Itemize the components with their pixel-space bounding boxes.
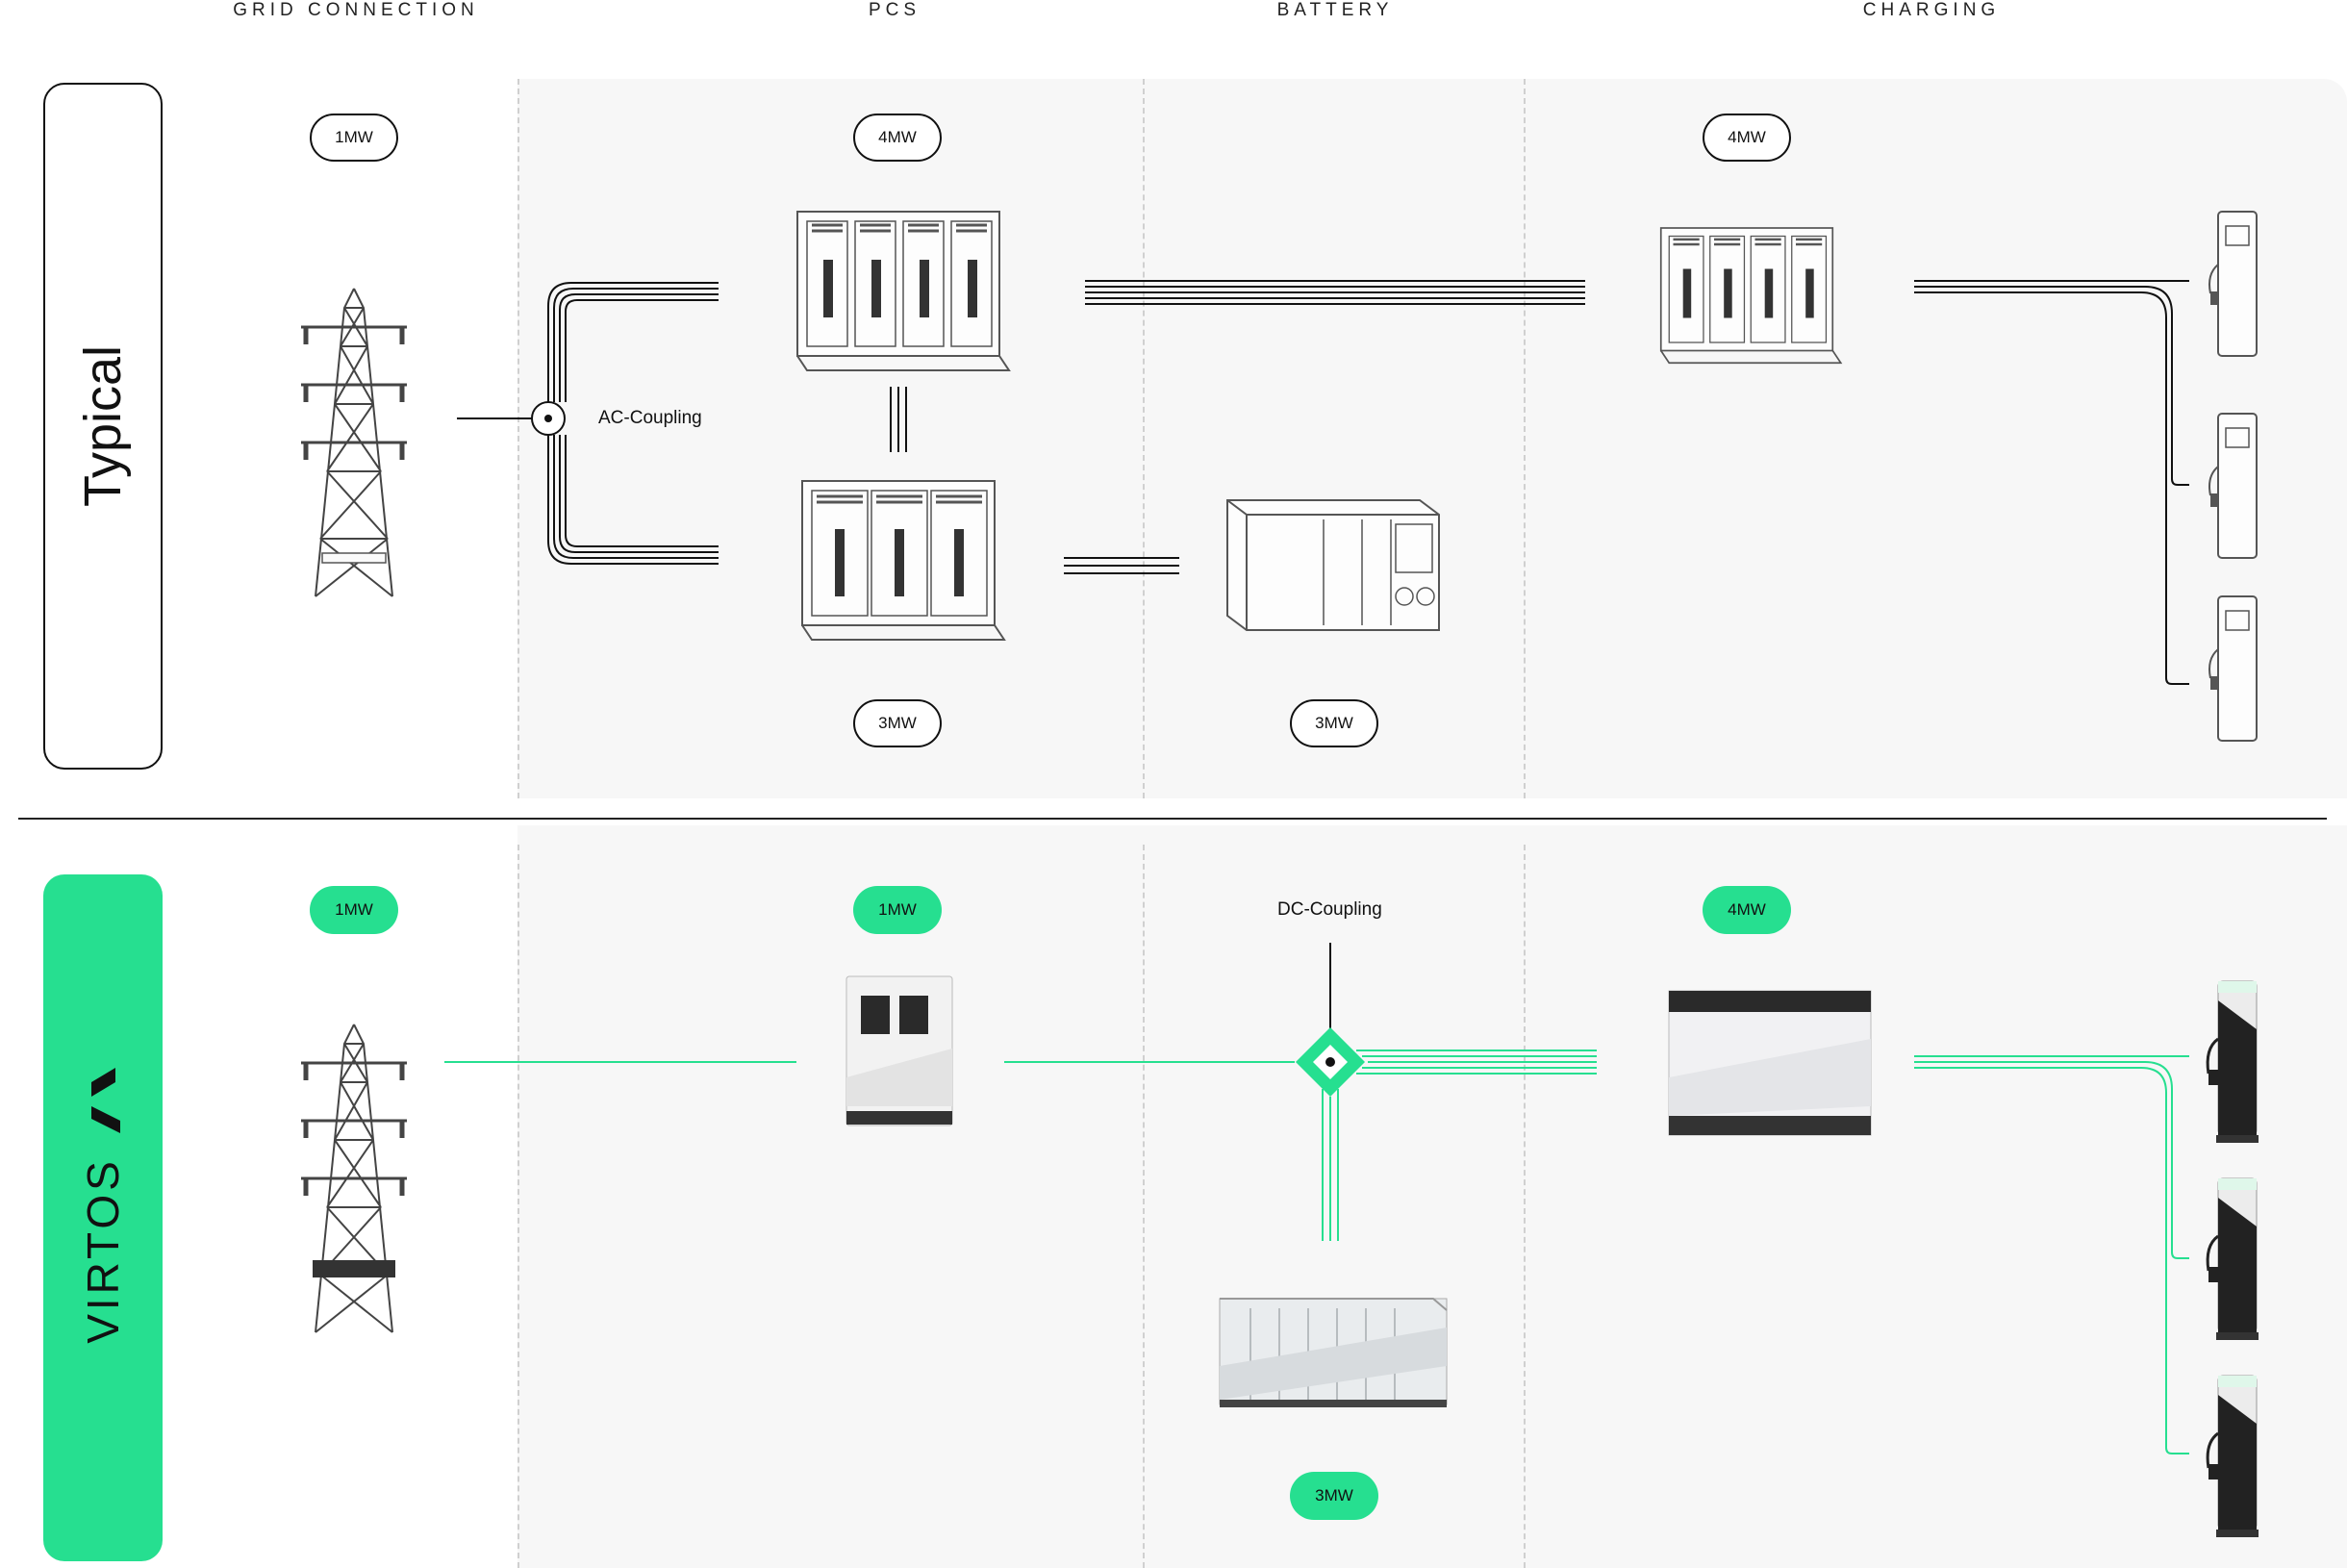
transmission-tower-icon [301,1024,407,1332]
ev-charger-icon [2208,413,2258,559]
column-separator [1524,79,1526,798]
ev-charger-icon [2208,211,2258,357]
typical-pcs-top-power-pill: 4MW [853,114,942,162]
battery-container-icon [1219,1298,1448,1407]
virtos-battery-power-pill: 3MW [1290,1472,1378,1520]
dc-coupling-node-icon [1296,1027,1365,1097]
virtos-row-label-box [43,874,163,1561]
charger-cabinet-icon [1668,990,1872,1136]
typical-battery-power-pill: 3MW [1290,699,1378,747]
column-header-pcs: PCS [868,0,921,20]
typical-panel [517,79,2347,798]
typical-grid-power-pill: 1MW [310,114,398,162]
column-separator [1524,845,1526,1568]
typical-row-label-box [43,83,163,770]
charging-bundle-typical [1914,280,2189,685]
pcs-to-battery-lines [1064,557,1179,574]
virtos-logo-mark [91,1068,120,1133]
column-header-charging: CHARGING [1862,0,2001,20]
battery-container-icon [1226,499,1440,631]
column-separator [517,845,519,1568]
virtos-panel [517,825,2347,1568]
tower-base [321,552,387,564]
ac-bundle-top [547,282,719,402]
column-separator [1143,845,1145,1568]
tower-base [313,1260,395,1277]
column-separator [1143,79,1145,798]
column-header-battery: BATTERY [1276,0,1394,20]
pcs-cabinet-icon [800,479,1006,642]
pcs-cabinet-icon [795,210,1011,372]
ev-charger-icon [2206,1374,2260,1539]
pcs-to-charging-lines [1085,280,1585,305]
typical-charging-power-pill: 4MW [1703,114,1791,162]
row-divider [18,818,2327,820]
ac-bundle-bottom [547,435,719,565]
virtos-charging-power-pill: 4MW [1703,886,1791,934]
column-separator [517,79,519,798]
transmission-tower-icon [301,289,407,596]
ev-charger-icon [2206,1176,2260,1342]
pcs-link-lines [890,387,907,452]
pcs-cabinet-icon [845,975,953,1126]
dc-to-battery-lines [1322,1089,1339,1241]
dc-coupling-label: DC-Coupling [1277,899,1382,920]
ac-coupling-label: AC-Coupling [598,408,702,428]
charger-cabinet-icon [1659,226,1843,365]
virtos-grid-power-pill: 1MW [310,886,398,934]
virtos-pcs-power-pill: 1MW [853,886,942,934]
charging-bundle-virtos [1914,1055,2189,1454]
ev-charger-icon [2208,595,2258,742]
typical-pcs-bottom-power-pill: 3MW [853,699,942,747]
ev-charger-icon [2206,979,2260,1145]
column-header-grid: GRID CONNECTION [233,0,479,20]
dc-to-charging-lines [1356,1050,1597,1075]
